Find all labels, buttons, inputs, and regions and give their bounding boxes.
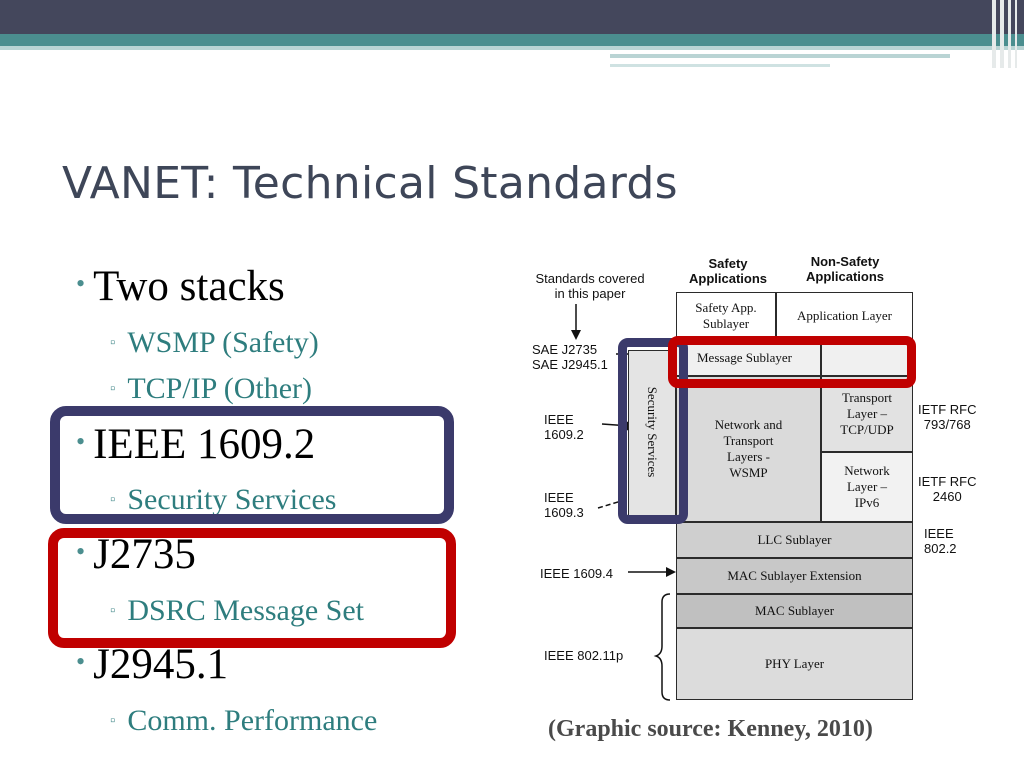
header-bar-teal [0, 34, 1024, 46]
cell-transport-layer: Transport Layer – TCP/UDP [821, 376, 913, 452]
cell-llc-sublayer: LLC Sublayer [676, 522, 913, 558]
cell-mac-sublayer: MAC Sublayer [676, 594, 913, 628]
highlight-box-security-services [618, 338, 688, 524]
protocol-stack-diagram: Safety Applications Non-Safety Applicati… [520, 250, 1000, 710]
label-ieee-80211p: IEEE 802.11p [544, 648, 624, 663]
highlight-box-j2735 [48, 528, 456, 648]
bullet-j2945-1: •J2945.1 [76, 641, 229, 688]
cell-safety-app-sublayer: Safety App. Sublayer [676, 292, 776, 340]
graphic-source-caption: (Graphic source: Kenney, 2010) [548, 716, 873, 742]
header-bar-light [0, 46, 1024, 50]
cell-phy-layer: PHY Layer [676, 628, 913, 700]
bullet-ieee-1609-2: •IEEE 1609.2 [76, 421, 316, 468]
label-ietf-rfc-2460: IETF RFC 2460 [918, 474, 977, 504]
cell-mac-sublayer-extension: MAC Sublayer Extension [676, 558, 913, 594]
header-accent-line-short [610, 64, 830, 67]
label-ietf-rfc-793: IETF RFC 793/768 [918, 402, 977, 432]
header-non-safety-applications: Non-Safety Applications [805, 254, 884, 284]
highlight-box-message-sublayer [668, 336, 916, 388]
label-ieee-8022: IEEE 802.2 [924, 526, 957, 556]
sub-bullet-comm-performance: ▫Comm. Performance [110, 704, 378, 737]
note-standards-covered: Standards covered in this paper [535, 271, 645, 301]
cell-application-layer: Application Layer [776, 292, 913, 340]
sub-bullet-tcpip: ▫TCP/IP (Other) [110, 372, 313, 405]
label-ieee-1609-3: IEEE 1609.3 [544, 490, 584, 520]
cell-network-layer: Network Layer – IPv6 [821, 452, 913, 522]
label-ieee-1609-4: IEEE 1609.4 [540, 566, 613, 581]
bullet-two-stacks: •Two stacks [76, 263, 285, 310]
header-vertical-stripe [1015, 0, 1017, 68]
header-vertical-stripe [1000, 0, 1004, 68]
header-vertical-stripe [1008, 0, 1011, 68]
sub-bullet-wsmp: ▫WSMP (Safety) [110, 326, 319, 359]
header-vertical-stripe [992, 0, 996, 68]
bullet-j2735: •J2735 [76, 531, 196, 578]
header-safety-applications: Safety Applications [688, 256, 767, 286]
label-sae-standards: SAE J2735 SAE J2945.1 [532, 342, 608, 372]
sub-bullet-dsrc: ▫DSRC Message Set [110, 594, 365, 627]
highlight-box-ieee-1609-2 [50, 406, 454, 524]
header-bar-dark [0, 0, 1024, 34]
sub-bullet-security: ▫Security Services [110, 483, 337, 516]
slide-title: VANET: Technical Standards [62, 158, 678, 209]
cell-message-sublayer-right [821, 340, 913, 376]
header-accent-line [610, 54, 950, 58]
cell-network-transport-wsmp: Network and Transport Layers - WSMP [676, 376, 821, 522]
label-ieee-1609-2: IEEE 1609.2 [544, 412, 584, 442]
